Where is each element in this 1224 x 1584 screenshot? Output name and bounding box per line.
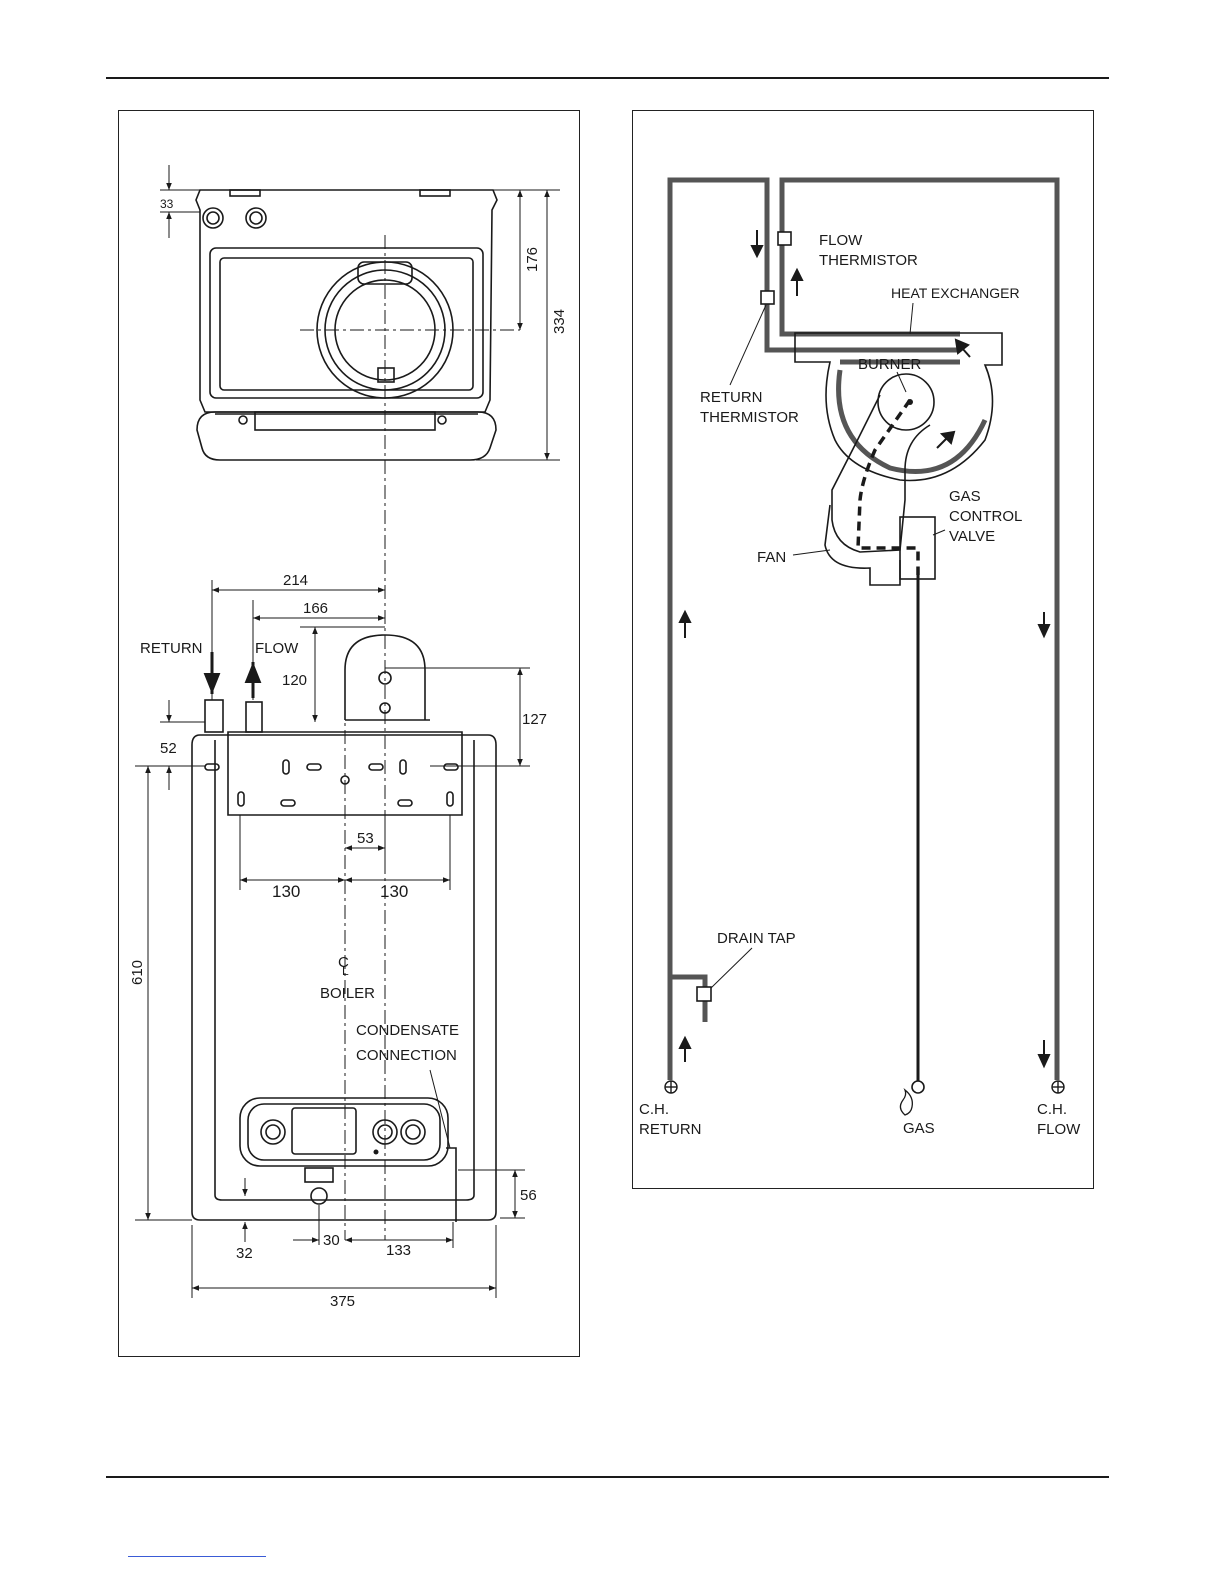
label-ch-flow-2: FLOW [1037, 1121, 1081, 1138]
gas-flame-icon [900, 1090, 912, 1115]
label-return-thermistor-1: RETURN [700, 389, 763, 406]
label-ch-return-2: RETURN [639, 1121, 702, 1138]
return-thermistor-icon [761, 291, 774, 304]
label-heat-exchanger: HEAT EXCHANGER [891, 285, 1020, 301]
flow-thermistor-icon [778, 232, 791, 245]
gas-flow-path [858, 400, 918, 575]
label-ch-flow-1: C.H. [1037, 1101, 1067, 1118]
burner-center-icon [907, 399, 913, 405]
label-return-thermistor-2: THERMISTOR [700, 409, 799, 426]
label-burner: BURNER [858, 356, 922, 373]
label-fan: FAN [757, 549, 786, 566]
label-gas-valve-3: VALVE [949, 528, 995, 545]
ch-flow-connection-icon [1052, 1081, 1064, 1093]
label-ch-return-1: C.H. [639, 1101, 669, 1118]
label-drain-tap: DRAIN TAP [717, 930, 796, 947]
label-gas: GAS [903, 1120, 935, 1137]
ch-return-connection-icon [665, 1081, 677, 1093]
gas-connection-icon [912, 1081, 924, 1093]
drain-tap-icon [697, 987, 711, 1001]
label-gas-valve-2: CONTROL [949, 508, 1022, 525]
label-flow-thermistor-1: FLOW [819, 232, 863, 249]
label-gas-valve-1: GAS [949, 488, 981, 505]
label-flow-thermistor-2: THERMISTOR [819, 252, 918, 269]
